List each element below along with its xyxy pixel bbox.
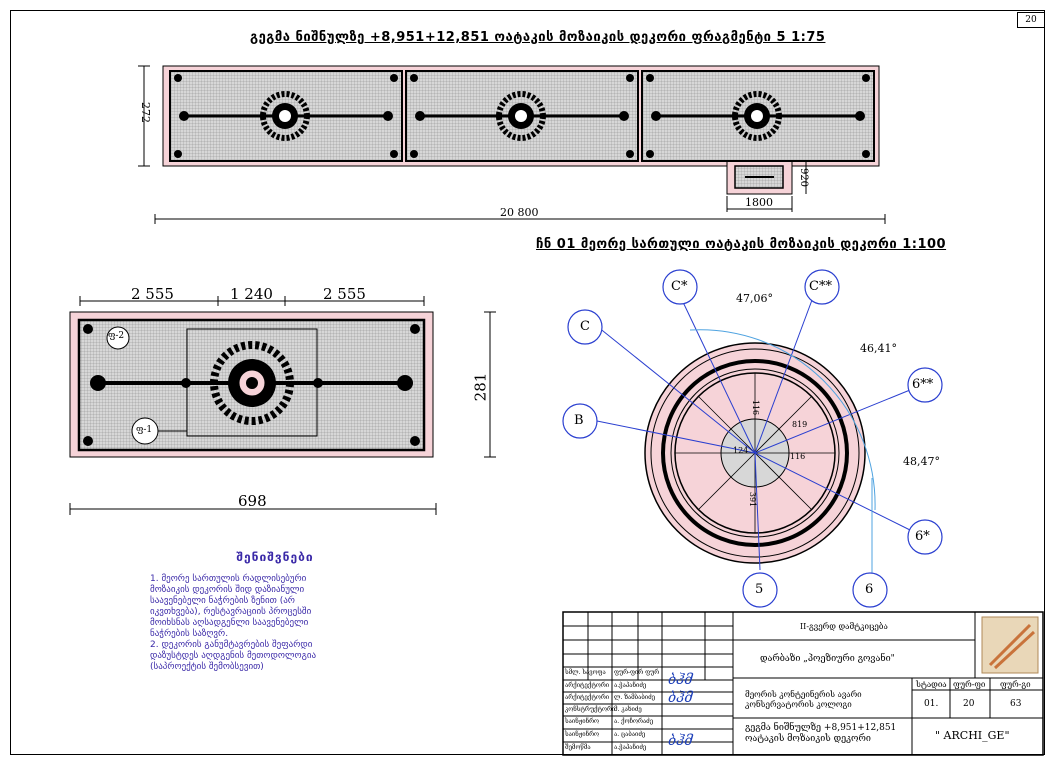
angle-1: 47,06° bbox=[736, 292, 773, 305]
label-6-double-star: 6** bbox=[912, 377, 934, 392]
inner-dim-5: 124 bbox=[733, 446, 749, 455]
label-5: 5 bbox=[755, 582, 764, 597]
stamp-graphic bbox=[988, 623, 1036, 670]
left-plan bbox=[69, 296, 496, 515]
angle-2: 46,41° bbox=[860, 342, 897, 355]
tb-stage-header: სტადია bbox=[916, 680, 947, 689]
drawing-sheet-frame bbox=[10, 10, 1045, 755]
label-c-star: C* bbox=[671, 279, 688, 294]
label-b: B bbox=[574, 413, 584, 428]
notes-line: 1. მეორე სართულის რადლისებური bbox=[150, 574, 307, 584]
tb-company: " ARCHI_GE" bbox=[935, 729, 1010, 742]
tb-sheets-header: ფურ-გი bbox=[1000, 680, 1031, 689]
label-c-double-star: C** bbox=[809, 279, 832, 294]
tb-person-name: ა.ჭაპანიძე bbox=[614, 682, 647, 689]
mark-label-a: ფ-2 bbox=[108, 331, 125, 341]
notes-line: იკვთხვება), რესტავრაციის პროცესში bbox=[150, 607, 312, 617]
plan-title: გეგმა ნიშნულზე +8,951+12,851 ოატაკის მოზ… bbox=[250, 30, 826, 45]
top-total-width-dim: 20 800 bbox=[500, 206, 539, 219]
notes-heading: შენიშვნები bbox=[236, 550, 314, 564]
notes-line: მოზაიკის დეკორის შიდ დაზიანული bbox=[150, 585, 305, 595]
tb-person-name: მ. კახიძე bbox=[614, 706, 642, 713]
inner-dim-1: 819 bbox=[792, 420, 808, 429]
notes-line: საავენებელი ნაჭრების ზენით (არ bbox=[150, 596, 295, 606]
mark-label-b: ფ-1 bbox=[136, 425, 153, 435]
tb-stage-value: 01. bbox=[924, 699, 939, 709]
notes-line: მოიხსნას აღსადგენლი საავენებელი bbox=[150, 618, 309, 628]
label-6: 6 bbox=[865, 582, 874, 597]
mosaic-panel-2 bbox=[405, 70, 639, 162]
notes-line: 2. დეკორის განუმტავრების შეფარდი bbox=[150, 640, 313, 650]
notes-section: შენიშვნები 1. მეორე სართულის რადლისებური… bbox=[150, 550, 400, 673]
signature-3: ბჰმ bbox=[668, 733, 693, 749]
tb-row-label: კონსტრუქტორი bbox=[565, 706, 616, 713]
tb-drawing-name: გეგმა ნიშნულზე +8,951+12,851 ოატაკის მოზ… bbox=[745, 723, 897, 744]
signature-2: ბჰმ bbox=[668, 690, 693, 706]
tb-org: II-გვერდ დამტკიცება bbox=[800, 622, 888, 631]
left-seg2-dim: 1 240 bbox=[230, 285, 273, 303]
tb-sheet-desc: მეორის კონტეინერის ავარი კონსერვატორის კ… bbox=[745, 690, 862, 709]
top-plan-strip bbox=[138, 65, 886, 224]
tb-person-name: ა. ქოჩორაძე bbox=[614, 718, 654, 725]
left-seg1-dim: 2 555 bbox=[131, 285, 174, 303]
circular-floor-plan bbox=[562, 269, 943, 608]
notes-line: დაზუსტდეს აღდგენის მეთოდოლოგია bbox=[150, 651, 317, 661]
tb-person-name: ფურ-ფირ ფურ bbox=[614, 669, 660, 676]
notch-width-dim: 1800 bbox=[745, 196, 773, 209]
circle-plan-title: ჩნ 01 მეორე სართული ოატაკის მოზაიკის დეკ… bbox=[536, 237, 947, 252]
tb-row-label: საინჟინრო bbox=[565, 718, 600, 725]
tb-row-label: არქიტექტორი bbox=[565, 694, 610, 701]
signature-1: ბჰმ bbox=[668, 672, 693, 688]
tb-row-label: არქიტექტორი bbox=[565, 682, 610, 689]
tb-row-label: შემოწმა bbox=[565, 744, 591, 751]
left-seg3-dim: 2 555 bbox=[323, 285, 366, 303]
page-number: 20 bbox=[1017, 12, 1045, 28]
tb-sheet-value: 20 bbox=[963, 699, 975, 709]
left-width-dim: 698 bbox=[238, 492, 267, 510]
left-height-dim: 281 bbox=[471, 372, 490, 402]
title-block-grid bbox=[562, 611, 1044, 756]
tb-person-name: ლ. ზამბაბიძე bbox=[614, 694, 656, 701]
tb-project: დარბაზი „პოეზიური გოვანი" bbox=[760, 654, 895, 664]
tb-person-name: ა.ჭაპანიძე bbox=[614, 744, 647, 751]
tb-sheets-value: 63 bbox=[1010, 699, 1022, 709]
tb-person-name: ა. ცაბაიძე bbox=[614, 731, 646, 738]
angle-3: 48,47° bbox=[903, 455, 940, 468]
tb-sheet-header: ფურ-ფი bbox=[953, 680, 986, 689]
mosaic-panel-3 bbox=[641, 70, 875, 162]
notes-line: (საპროექტის შემობსევით) bbox=[150, 662, 264, 672]
mosaic-panel-1 bbox=[169, 70, 403, 162]
label-6-star: 6* bbox=[915, 529, 930, 544]
tb-row-label: საინჟინრო bbox=[565, 731, 600, 738]
notch-height-dim: 920 bbox=[798, 167, 810, 188]
inner-dim-3: 391 bbox=[748, 491, 758, 508]
notes-line: ნაჭრების საზღვრ. bbox=[150, 629, 229, 639]
inner-dim-2: 116 bbox=[790, 452, 806, 461]
tb-row-label: სმლ. სავოფა bbox=[565, 669, 606, 676]
top-height-dim: 272 bbox=[139, 102, 152, 123]
label-c: C bbox=[580, 319, 590, 334]
inner-dim-4: 116 bbox=[751, 399, 761, 416]
